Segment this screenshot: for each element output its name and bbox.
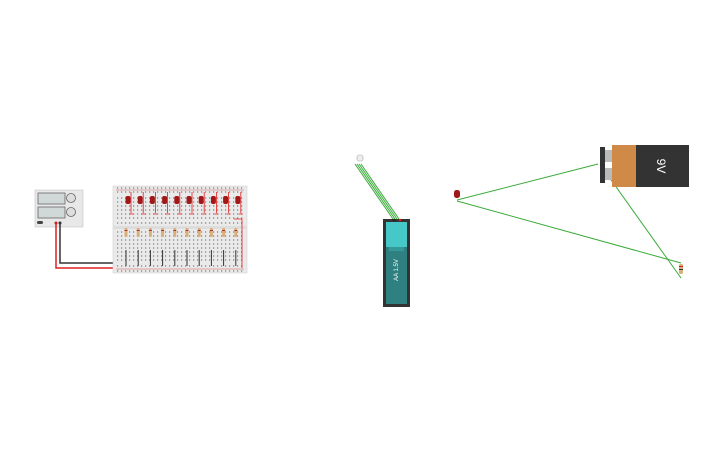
breadboard-led[interactable]: [223, 196, 229, 204]
led[interactable]: [454, 190, 460, 198]
power-switch[interactable]: [37, 221, 43, 224]
breadboard-led[interactable]: [125, 196, 131, 204]
wire-battery-resistor[interactable]: [603, 169, 682, 279]
breadboard-led[interactable]: [174, 196, 180, 204]
current-knob[interactable]: [66, 207, 76, 217]
breadboard[interactable]: [112, 185, 248, 274]
breadboard-resistor[interactable]: [185, 228, 189, 237]
battery-9v-label: 9V: [654, 159, 668, 174]
breadboard-resistor[interactable]: [173, 228, 177, 237]
breadboard-resistor[interactable]: [209, 228, 213, 237]
rgb-led[interactable]: [356, 154, 364, 162]
breadboard-resistor[interactable]: [161, 228, 165, 237]
breadboard-resistor[interactable]: [222, 228, 226, 237]
breadboard-resistor[interactable]: [148, 228, 152, 237]
aa-battery-label: AA 1.5V: [394, 259, 400, 281]
breadboard-led[interactable]: [186, 196, 192, 204]
breadboard-red-jumper[interactable]: [234, 218, 243, 268]
breadboard-led[interactable]: [210, 196, 216, 204]
rgb-led-wires[interactable]: [354, 163, 400, 220]
wire-led-resistor[interactable]: [456, 200, 682, 264]
aa-battery[interactable]: AA 1.5V: [383, 218, 410, 307]
positive-terminal[interactable]: [54, 221, 58, 225]
wire-led-battery[interactable]: [456, 163, 599, 201]
breadboard-led[interactable]: [198, 196, 204, 204]
breadboard-resistor[interactable]: [124, 228, 128, 237]
voltage-knob[interactable]: [66, 193, 76, 203]
power-supply[interactable]: [34, 189, 84, 228]
battery-9v[interactable]: 9V: [600, 145, 689, 187]
breadboard-resistor[interactable]: [136, 228, 140, 237]
current-display: [37, 206, 66, 219]
breadboard-led[interactable]: [149, 196, 155, 204]
black-wire[interactable]: [59, 224, 124, 264]
breadboard-resistor[interactable]: [197, 228, 201, 237]
breadboard-resistor[interactable]: [234, 228, 238, 237]
breadboard-led[interactable]: [162, 196, 168, 204]
breadboard-led[interactable]: [137, 196, 143, 204]
red-wire[interactable]: [55, 224, 120, 269]
resistor[interactable]: [679, 264, 683, 274]
breadboard-led[interactable]: [235, 196, 241, 204]
negative-terminal[interactable]: [58, 221, 62, 225]
voltage-display: [37, 192, 66, 205]
